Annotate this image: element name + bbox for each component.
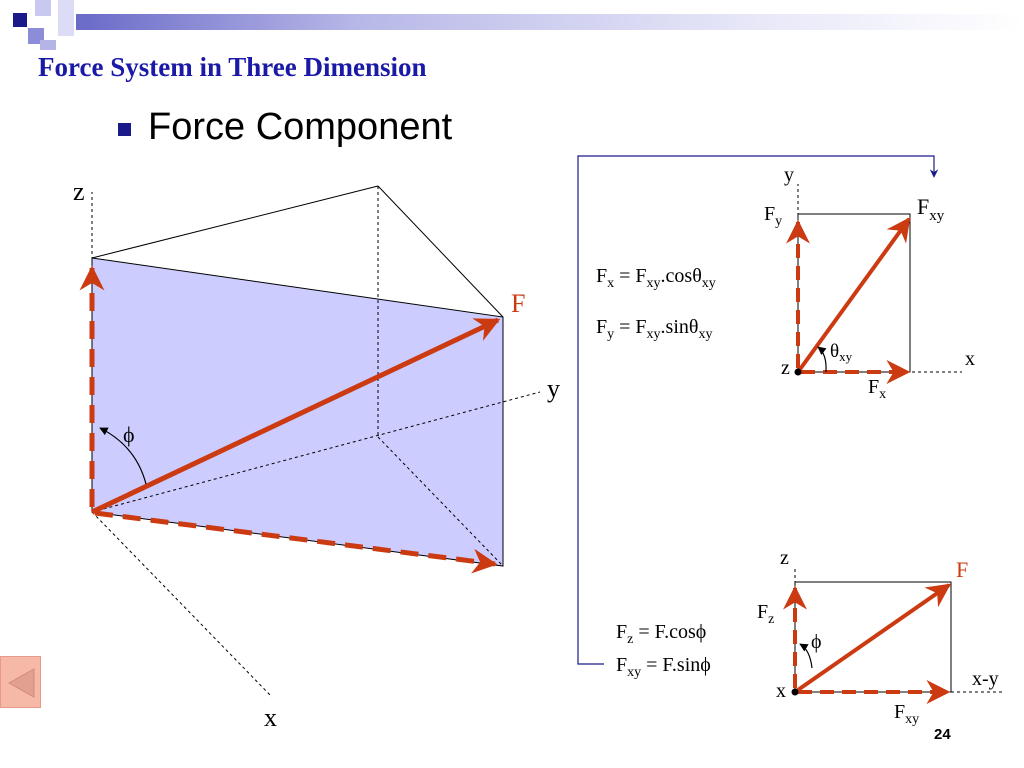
- eq-fxy: Fxy = F.sinϕ: [616, 654, 711, 680]
- main-phi-label: ϕ: [123, 422, 135, 447]
- y-axis: [91, 391, 541, 513]
- eq-fy: Fy = Fxy.sinθxy: [596, 316, 712, 342]
- z-f-label: F: [956, 557, 968, 582]
- xy-fx-label: Fx: [868, 376, 886, 402]
- z-xy-axis-label: x-y: [972, 668, 999, 690]
- title-gradient-bar: [76, 14, 1024, 30]
- xy-fy-label: Fy: [764, 203, 782, 229]
- bullet-item: Force Component: [118, 106, 452, 149]
- bullet-square-icon: [118, 123, 131, 136]
- eq-fz: Fz = F.cosϕ: [616, 621, 706, 647]
- x-axis: [91, 511, 273, 698]
- z-fz-label: Fz: [757, 601, 774, 627]
- fxy-arrow: [796, 217, 911, 374]
- xy-theta-label: θxy: [830, 341, 853, 364]
- xy-y-label: y: [784, 164, 794, 186]
- f-small-arrow: [793, 583, 951, 694]
- fxy-component-arrow: [94, 510, 498, 574]
- force-f-arrow: [90, 317, 501, 515]
- xy-origin-label: z: [781, 357, 790, 379]
- z-fxy-label: Fxy: [894, 701, 919, 727]
- main-3d-diagram: z y x F ϕ: [73, 177, 560, 732]
- phi-angle-arc: [99, 427, 147, 485]
- main-y-label: y: [547, 374, 560, 403]
- slide-title: Force System in Three Dimension: [38, 52, 427, 82]
- z-z-label: z: [780, 547, 789, 569]
- z-phi-label: ϕ: [811, 631, 822, 653]
- phi-small-arc: [799, 643, 813, 669]
- eq-fx: Fx = Fxy.cosθxy: [596, 265, 716, 291]
- previous-slide-button[interactable]: [0, 656, 41, 708]
- connector-bracket: [577, 155, 939, 665]
- main-z-label: z: [73, 177, 85, 206]
- main-f-label: F: [511, 289, 525, 318]
- page-number: 24: [934, 726, 951, 743]
- z-origin-point: [791, 688, 799, 696]
- xy-fxy-label: Fxy: [917, 194, 945, 224]
- xy-plane-diagram: y x z Fxy Fy Fx θxy Fx = Fxy.cosθxy Fy =…: [596, 164, 975, 402]
- z-origin-label: x: [776, 680, 786, 702]
- theta-angle-arc: [817, 346, 827, 373]
- bullet-text: Force Component: [148, 106, 453, 148]
- xy-origin-point: [794, 368, 802, 376]
- xy-x-label: x: [965, 348, 975, 370]
- left-arrow-icon: [7, 668, 35, 698]
- z-plane-diagram: z x-y x F Fz Fxy ϕ Fz = F.cosϕ Fxy = F.s…: [616, 547, 1002, 727]
- main-x-label: x: [264, 703, 277, 732]
